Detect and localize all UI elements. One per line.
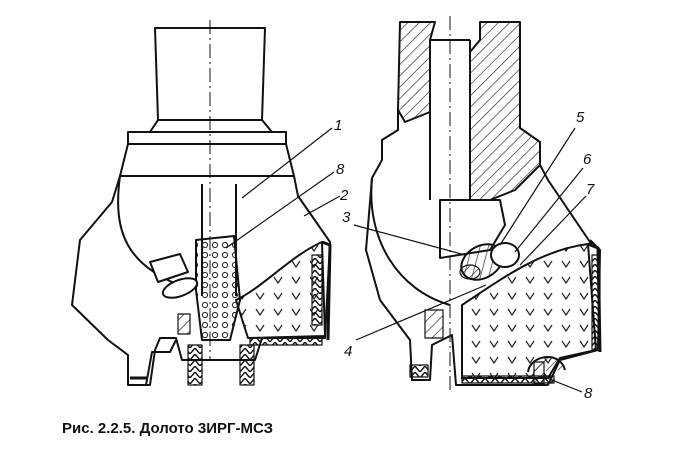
label-5: 5	[576, 109, 585, 126]
drill-bit-diagram: 1 8 2 3 4 5 6 7 8	[71, 16, 602, 402]
left-cutter-section	[235, 241, 326, 339]
label-8-left: 8	[336, 161, 345, 178]
right-housing-hatched	[469, 21, 541, 201]
label-8-right: 8	[584, 385, 593, 402]
left-view	[71, 20, 341, 386]
label-4: 4	[344, 343, 352, 360]
left-insert	[195, 235, 241, 341]
figure-caption: Рис. 2.2.5. Долото 3ИРГ-МСЗ	[62, 420, 274, 437]
label-7: 7	[586, 181, 595, 198]
label-2: 2	[339, 187, 349, 204]
label-3-left: 3	[342, 209, 351, 226]
label-6: 6	[583, 151, 592, 168]
right-cutter-section	[461, 243, 597, 379]
left-nozzle	[149, 253, 189, 283]
left-shoulder	[127, 131, 287, 145]
right-view	[353, 16, 602, 393]
label-1: 1	[334, 117, 342, 134]
